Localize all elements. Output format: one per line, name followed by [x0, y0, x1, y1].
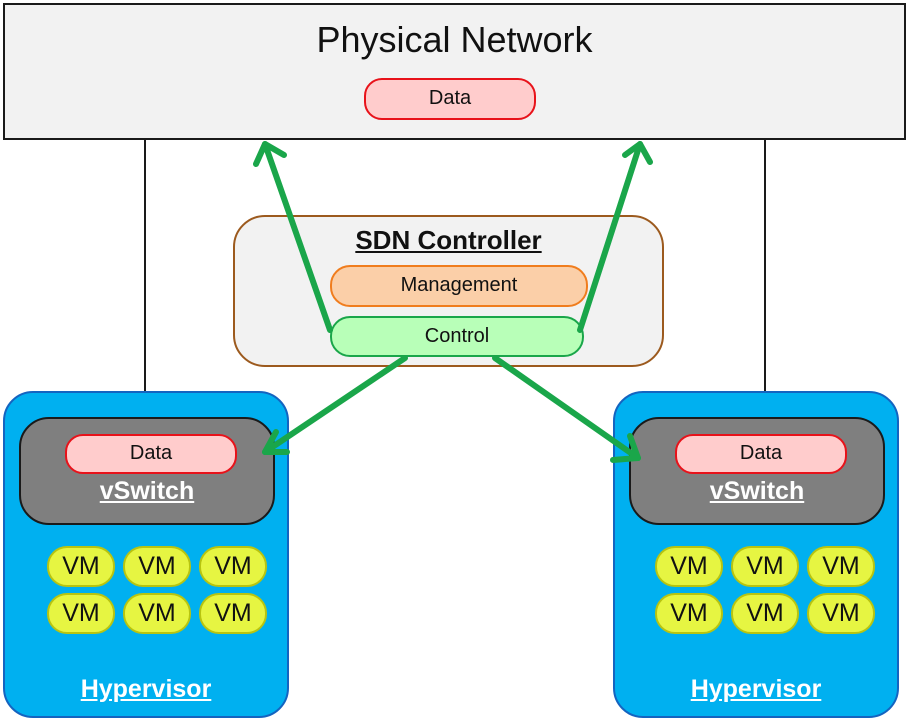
vswitch-left: Data vSwitch [19, 417, 275, 525]
vm: VM [199, 546, 267, 587]
physical-data-pill: Data [364, 78, 536, 120]
hypervisor-right: Data vSwitch VM VM VM VM VM VM Hyperviso… [613, 391, 899, 718]
left-uplink-line [144, 140, 146, 420]
vm: VM [123, 593, 191, 634]
vswitch-right-label: vSwitch [709, 477, 805, 505]
hypervisor-left: Data vSwitch VM VM VM VM VM VM Hyperviso… [3, 391, 289, 718]
vm: VM [655, 546, 723, 587]
vswitch-right-data-pill: Data [675, 434, 847, 474]
physical-network-title: Physical Network [316, 19, 593, 60]
vswitch-left-data-pill: Data [65, 434, 237, 474]
vm: VM [807, 546, 875, 587]
vswitch-left-label: vSwitch [99, 477, 195, 505]
arrow-control-to-physical-right [577, 141, 653, 333]
right-uplink-line [764, 140, 766, 420]
control-pill: Control [330, 316, 584, 357]
vm: VM [807, 593, 875, 634]
vswitch-right: Data vSwitch [629, 417, 885, 525]
vm: VM [655, 593, 723, 634]
vm: VM [47, 546, 115, 587]
vm: VM [123, 546, 191, 587]
physical-network-box: Physical Network Data [3, 3, 906, 140]
management-pill: Management [330, 265, 588, 307]
sdn-controller-title: SDN Controller [355, 225, 542, 255]
vm: VM [199, 593, 267, 634]
arrow-control-to-vswitch-right [492, 355, 641, 463]
vm: VM [731, 593, 799, 634]
vm: VM [47, 593, 115, 634]
arrow-control-to-physical-left [253, 141, 333, 333]
hypervisor-left-label: Hypervisor [80, 675, 212, 703]
vm: VM [731, 546, 799, 587]
arrow-control-to-vswitch-left [262, 355, 408, 455]
hypervisor-right-label: Hypervisor [690, 675, 822, 703]
